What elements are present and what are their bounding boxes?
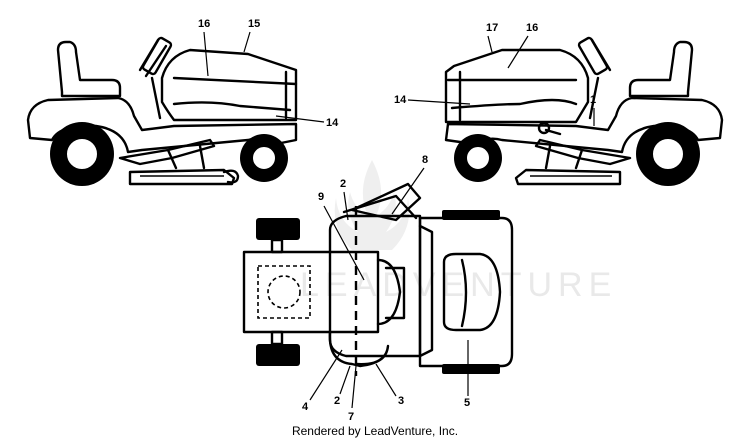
callout-15: 15 [248, 18, 260, 30]
callout-5: 5 [464, 397, 470, 409]
callout-7: 7 [348, 411, 354, 423]
callout-8: 8 [422, 154, 428, 166]
callout-16-left: 16 [198, 18, 210, 30]
callout-14-left: 14 [326, 117, 339, 129]
watermark: LEADVENTURE [300, 160, 617, 304]
callout-17: 17 [486, 22, 498, 34]
footer-credit: Rendered by LeadVenture, Inc. [291, 424, 459, 438]
callout-9: 9 [318, 191, 324, 203]
tractor-top-view [242, 182, 514, 376]
callout-2-bottom: 2 [334, 395, 340, 407]
callout-4: 4 [302, 401, 309, 413]
callout-2-top: 2 [340, 178, 346, 190]
callouts: 16 15 14 17 16 14 1 8 2 9 4 2 7 3 5 [198, 18, 596, 423]
tractor-right-side-view [444, 36, 724, 186]
callout-1: 1 [590, 94, 596, 106]
callout-3: 3 [398, 395, 404, 407]
callout-14-right: 14 [394, 94, 407, 106]
callout-16-right: 16 [526, 22, 538, 34]
tractor-left-side-view [26, 36, 298, 186]
watermark-text: LEADVENTURE [300, 266, 617, 304]
